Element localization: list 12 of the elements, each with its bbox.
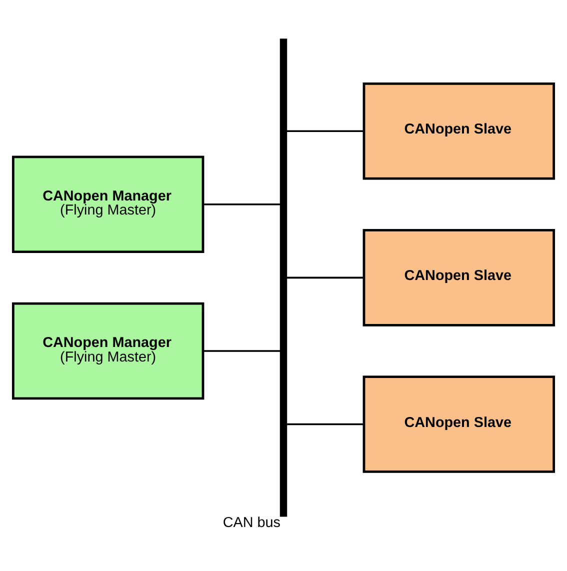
node-box: CANopen Manager (Flying Master): [12, 156, 204, 254]
node-label: CAN bus: [222, 515, 280, 532]
node-box: CANopen Slave: [362, 82, 556, 180]
node-box: CANopen Slave: [362, 229, 556, 326]
connector: [286, 130, 364, 132]
node-box: CANopen Manager (Flying Master): [12, 302, 204, 400]
connector: [286, 276, 364, 279]
connector: [204, 204, 281, 206]
node-bar: [280, 38, 288, 517]
connector: [204, 350, 281, 352]
node-box: CANopen Slave: [362, 376, 556, 473]
connector: [286, 423, 364, 426]
